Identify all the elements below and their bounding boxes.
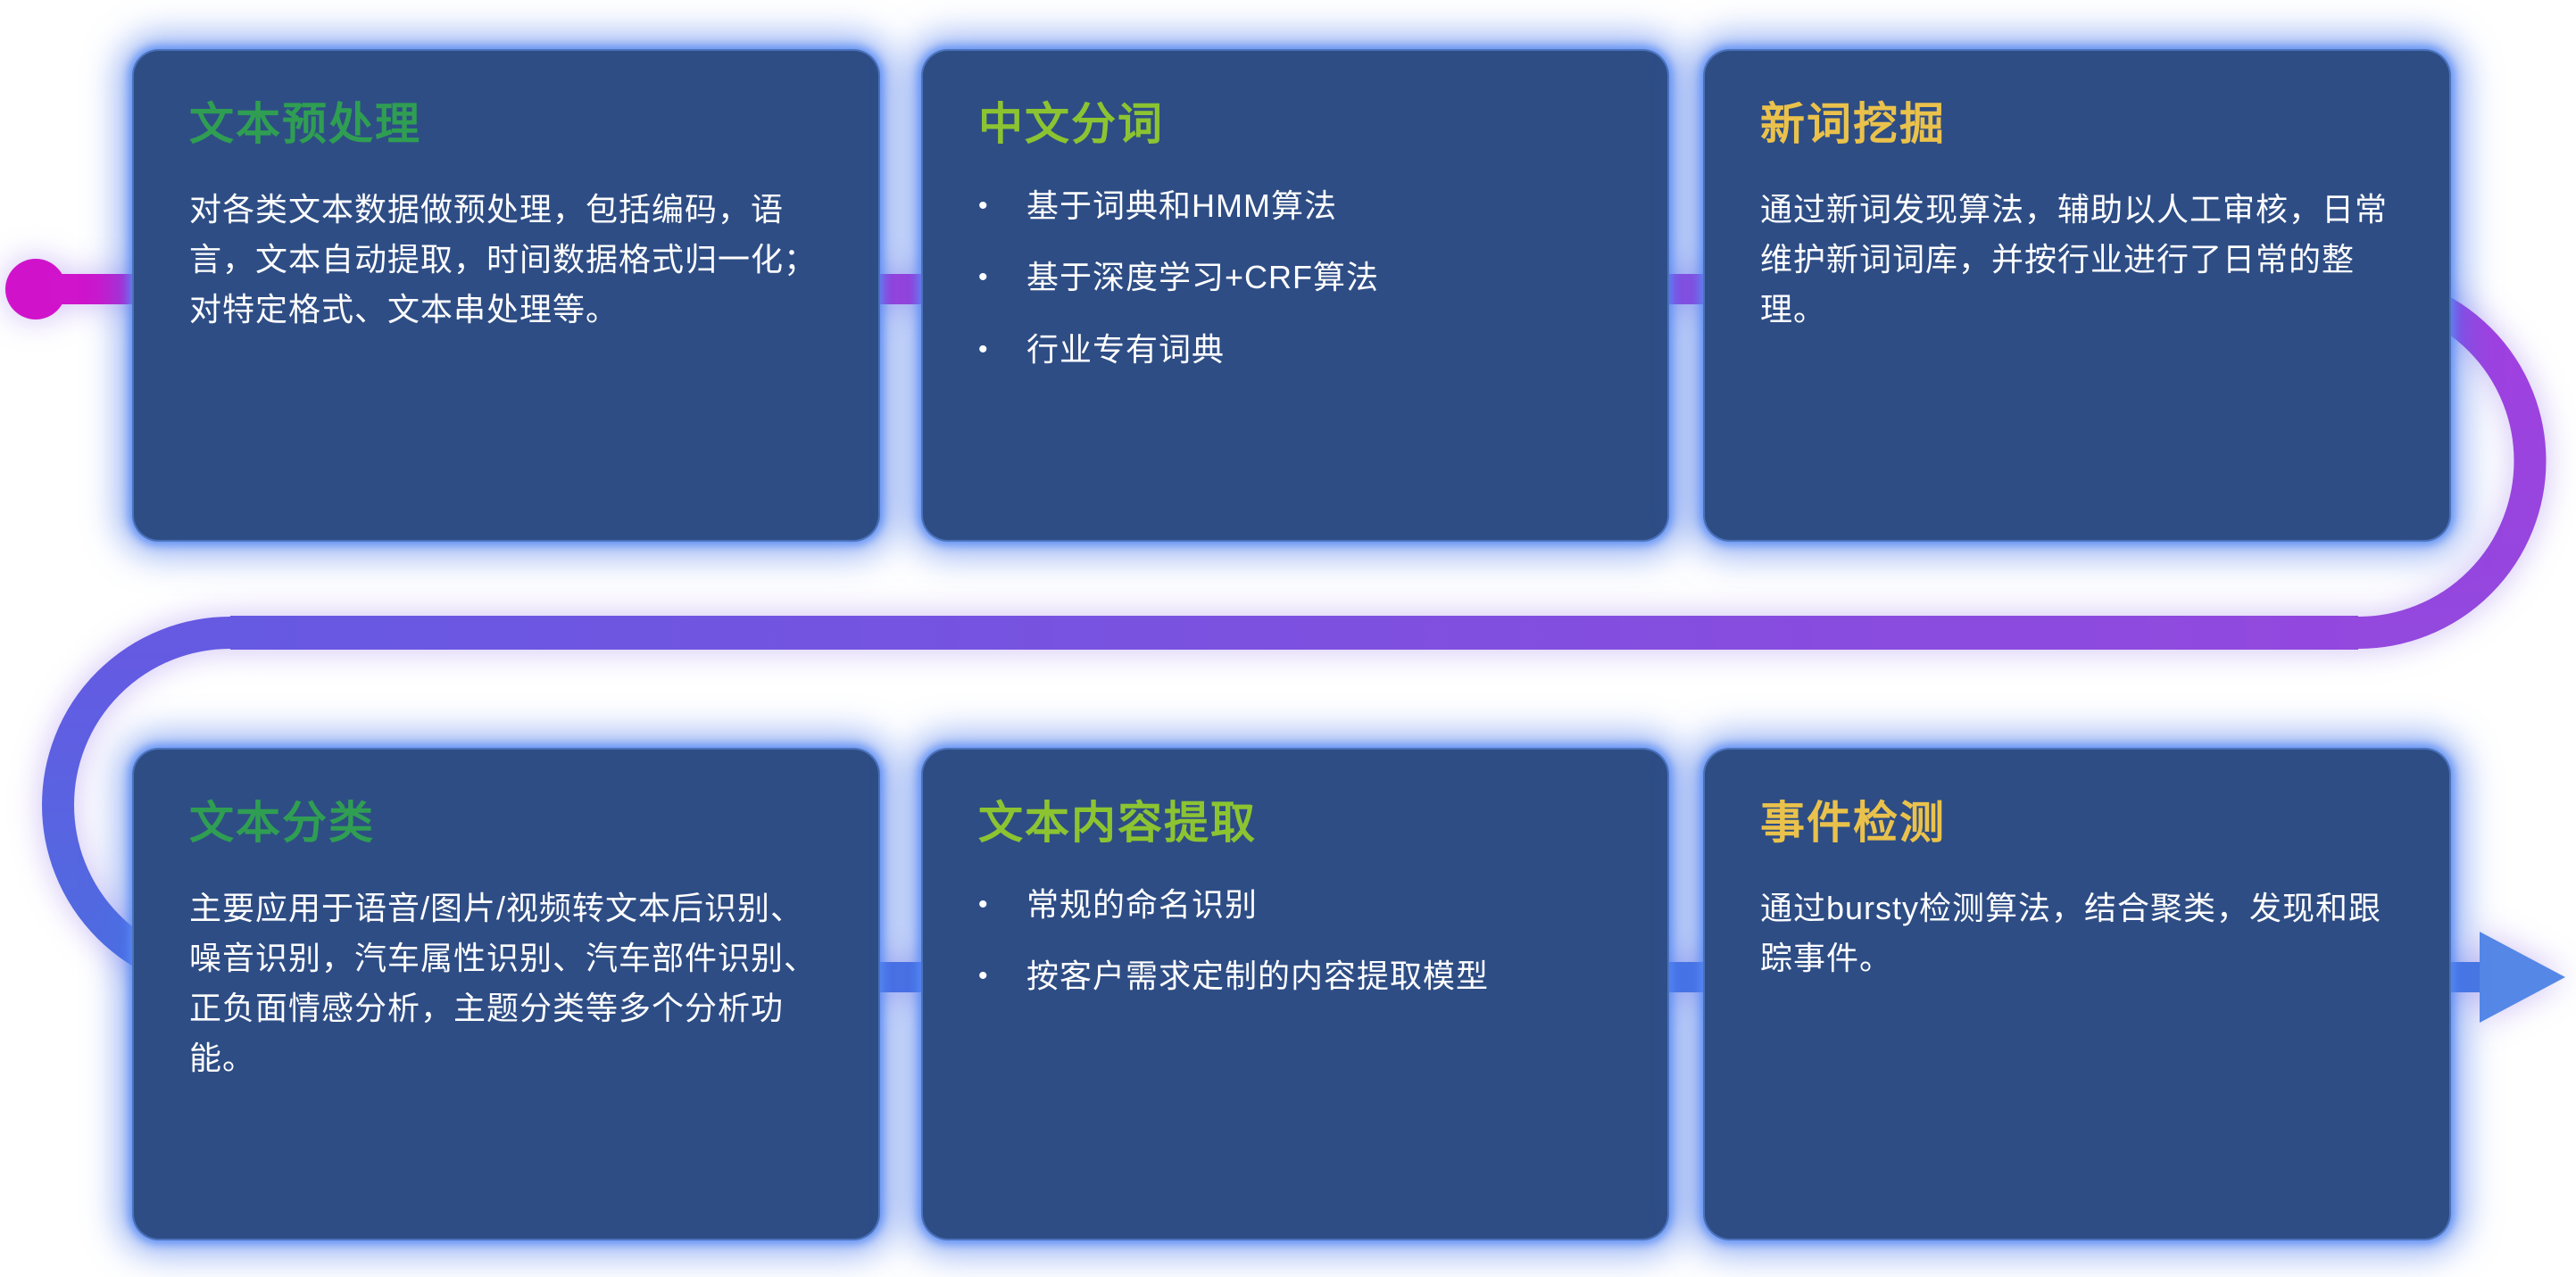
card-bullet-list: 常规的命名识别 按客户需求定制的内容提取模型 — [978, 883, 1612, 999]
bullet-text: 按客户需求定制的内容提取模型 — [1026, 958, 1490, 995]
bullet-item: 基于词典和HMM算法 — [978, 185, 1612, 228]
card-body: 对各类文本数据做预处理，包括编码，语言，文本自动提取，时间数据格式归一化；对特定… — [189, 190, 818, 328]
card-title: 文本分类 — [189, 798, 375, 848]
bullet-icon — [978, 185, 1026, 228]
card-title: 事件检测 — [1760, 798, 1946, 848]
bullet-item: 基于深度学习+CRF算法 — [978, 256, 1612, 300]
card-title: 文本预处理 — [189, 99, 421, 149]
card-title: 新词挖掘 — [1760, 99, 1946, 149]
bullet-icon — [978, 256, 1026, 299]
card-title: 文本内容提取 — [978, 798, 1257, 848]
card-new-word-mining: 新词挖掘 通过新词发现算法，辅助以人工审核，日常维护新词词库，并按行业进行了日常… — [1703, 49, 2451, 542]
card-body: 主要应用于语音/图片/视频转文本后识别、噪音识别，汽车属性识别、汽车部件识别、正… — [189, 889, 818, 1076]
bullet-text: 基于词典和HMM算法 — [1026, 187, 1337, 224]
card-event-detection: 事件检测 通过bursty检测算法，结合聚类，发现和跟踪事件。 — [1703, 748, 2451, 1240]
bullet-text: 基于深度学习+CRF算法 — [1026, 259, 1380, 296]
flow-arrow-icon — [2480, 932, 2565, 1023]
card-text-content-extraction: 文本内容提取 常规的命名识别 按客户需求定制的内容提取模型 — [921, 748, 1669, 1240]
bullet-text: 常规的命名识别 — [1026, 885, 1259, 923]
card-title: 中文分词 — [978, 99, 1164, 149]
card-body: 通过新词发现算法，辅助以人工审核，日常维护新词词库，并按行业进行了日常的整理。 — [1760, 190, 2389, 328]
card-text-classification: 文本分类 主要应用于语音/图片/视频转文本后识别、噪音识别，汽车属性识别、汽车部… — [132, 748, 880, 1240]
card-text-preprocessing: 文本预处理 对各类文本数据做预处理，包括编码，语言，文本自动提取，时间数据格式归… — [132, 49, 880, 542]
card-chinese-word-segmentation: 中文分词 基于词典和HMM算法 基于深度学习+CRF算法 行业专有词典 — [921, 49, 1669, 542]
bullet-text: 行业专有词典 — [1026, 330, 1226, 368]
card-bullet-list: 基于词典和HMM算法 基于深度学习+CRF算法 行业专有词典 — [978, 185, 1612, 372]
bullet-item: 按客户需求定制的内容提取模型 — [978, 955, 1612, 999]
bullet-icon — [978, 883, 1026, 926]
card-body: 通过bursty检测算法，结合聚类，发现和跟踪事件。 — [1760, 889, 2382, 976]
bullet-icon — [978, 328, 1026, 371]
bullet-item: 常规的命名识别 — [978, 883, 1612, 927]
bullet-icon — [978, 955, 1026, 998]
bullet-item: 行业专有词典 — [978, 328, 1612, 372]
